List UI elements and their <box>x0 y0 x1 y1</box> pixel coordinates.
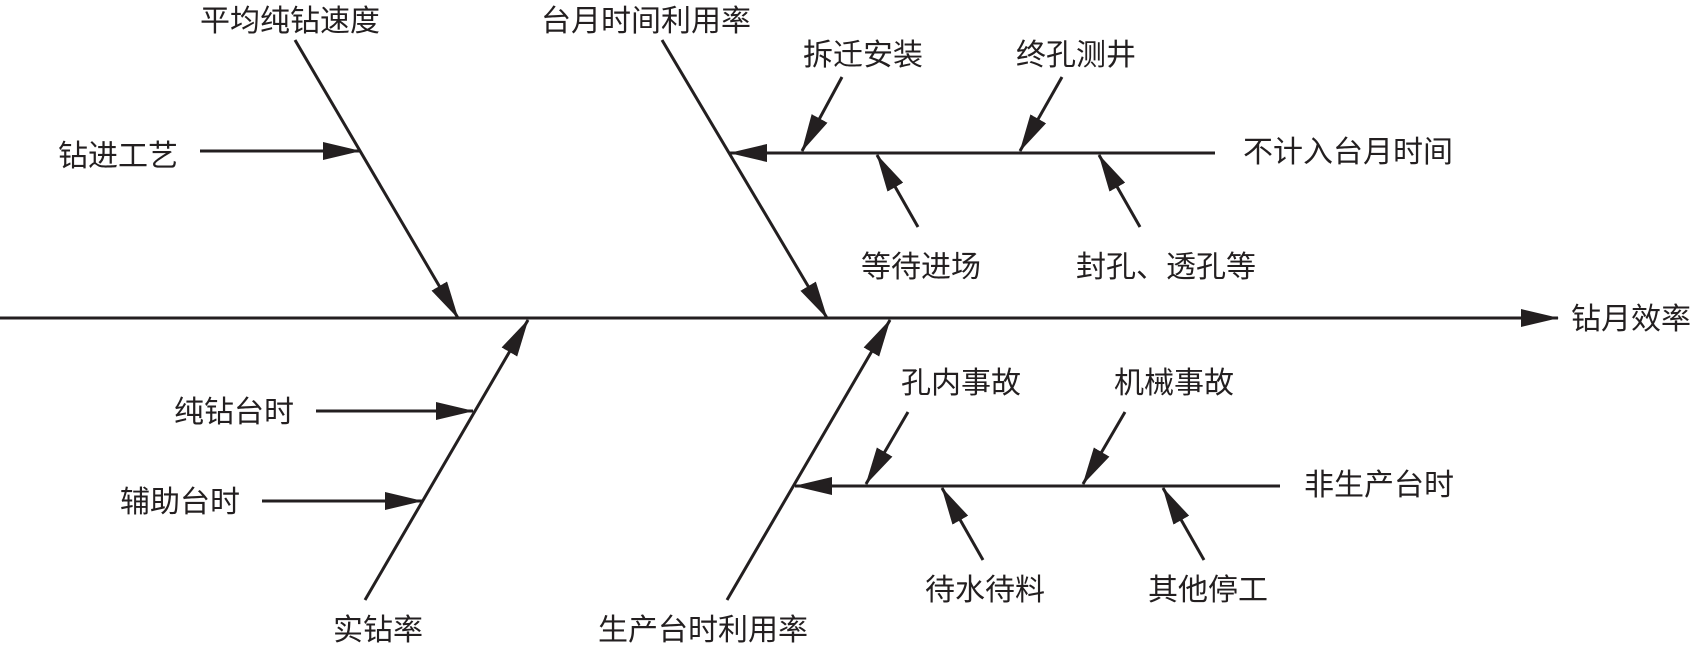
label-mech-accident: 机械事故 <box>1114 366 1234 401</box>
label-not-counted: 不计入台月时间 <box>1243 135 1453 170</box>
other-stop-arrow <box>1161 487 1206 561</box>
water-material-arrow <box>940 487 985 561</box>
mech-accident-arrow <box>1081 411 1127 485</box>
branch-month-util <box>660 39 829 319</box>
label-nonprod: 非生产台时 <box>1304 468 1454 503</box>
sealing-arrow <box>1097 154 1142 228</box>
effect-label: 钻月效率 <box>1571 302 1691 337</box>
waiting-arrow <box>875 154 920 228</box>
label-sealing: 封孔、透孔等 <box>1076 250 1256 285</box>
label-dismantle: 拆迁安装 <box>803 38 923 73</box>
label-real-rate: 实钻率 <box>333 613 423 648</box>
hole-accident-arrow <box>864 411 910 485</box>
label-month-util: 台月时间利用率 <box>541 4 751 39</box>
label-final-logging: 终孔测井 <box>1016 38 1136 73</box>
label-pure-time: 纯钻台时 <box>174 395 294 430</box>
label-other-stop: 其他停工 <box>1148 573 1268 608</box>
label-drill-process: 钻进工艺 <box>58 139 178 174</box>
label-aux-time: 辅助台时 <box>120 485 240 520</box>
final-logging-arrow <box>1018 76 1064 152</box>
branch-avg-speed <box>293 39 460 319</box>
label-waiting: 等待进场 <box>861 250 981 285</box>
label-hole-accident: 孔内事故 <box>901 366 1021 401</box>
branch-real-rate <box>363 319 530 601</box>
label-prod-util: 生产台时利用率 <box>598 613 808 648</box>
branch-prod-util <box>725 319 892 601</box>
dismantle-arrow <box>800 76 844 152</box>
label-avg-speed: 平均纯钻速度 <box>200 4 380 39</box>
label-water-material: 待水待料 <box>925 573 1045 608</box>
